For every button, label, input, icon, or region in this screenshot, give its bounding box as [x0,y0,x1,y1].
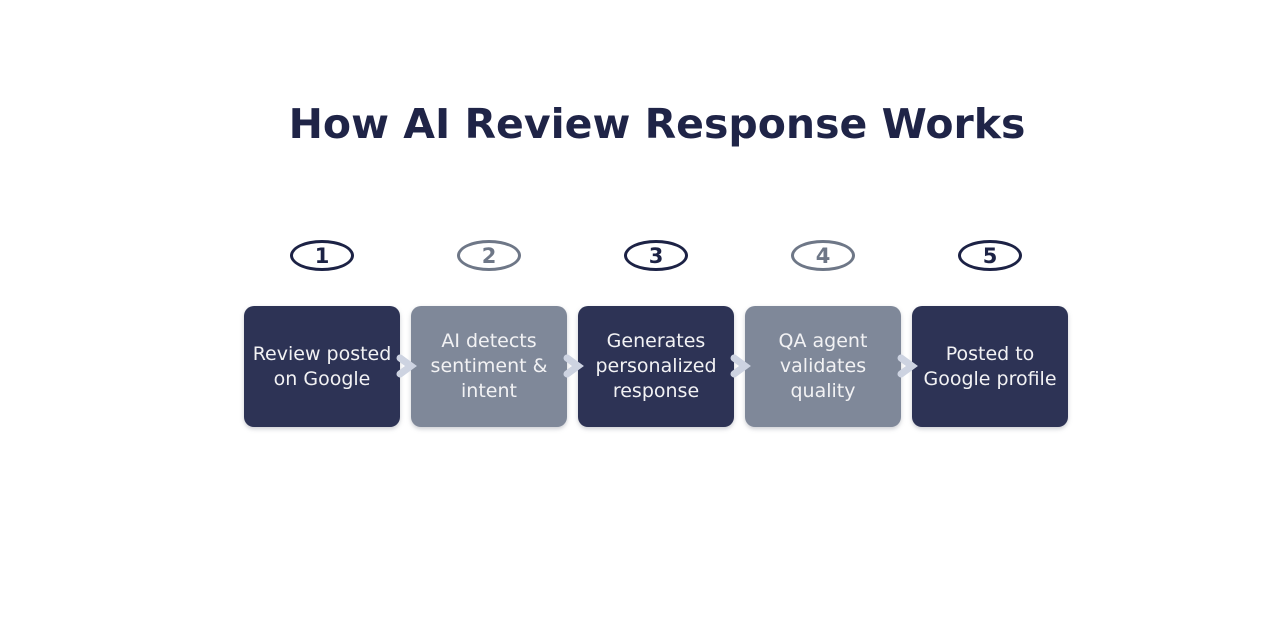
step-label: AI detects sentiment & intent [430,330,548,402]
step-3-number-badge: 3 [624,240,688,271]
chevron-right-icon [563,354,584,378]
step-4-number-badge: 4 [791,240,855,271]
chevron-right-icon [730,354,751,378]
step-box-row: Review posted on Google AI detects senti… [244,306,1068,427]
step-2-box: AI detects sentiment & intent [411,306,567,427]
step-label: Generates personalized response [595,330,717,402]
step-1-box: Review posted on Google [244,306,400,427]
step-number-label: 5 [982,243,998,268]
step-1-number-badge: 1 [290,240,354,271]
step-label: Posted to Google profile [923,342,1057,390]
flow-diagram: 1 2 3 4 5 [244,240,1068,427]
chevron-right-icon [396,354,417,378]
step-5-box: Posted to Google profile [912,306,1068,427]
step-5-number-badge: 5 [958,240,1022,271]
step-number-cell: 1 [244,240,400,271]
step-number-cell: 5 [912,240,1068,271]
step-label: QA agent validates quality [778,330,868,402]
page-title: How AI Review Response Works [288,100,1026,148]
step-number-row: 1 2 3 4 5 [244,240,1068,271]
step-number-label: 2 [481,243,497,268]
step-number-cell: 3 [578,240,734,271]
step-label: Review posted on Google [252,342,392,390]
step-4-box: QA agent validates quality [745,306,901,427]
step-number-label: 3 [648,243,664,268]
step-number-label: 4 [815,243,831,268]
chevron-right-icon [897,354,918,378]
step-2-number-badge: 2 [457,240,521,271]
step-number-cell: 2 [411,240,567,271]
step-number-label: 1 [314,243,330,268]
step-3-box: Generates personalized response [578,306,734,427]
step-number-cell: 4 [745,240,901,271]
